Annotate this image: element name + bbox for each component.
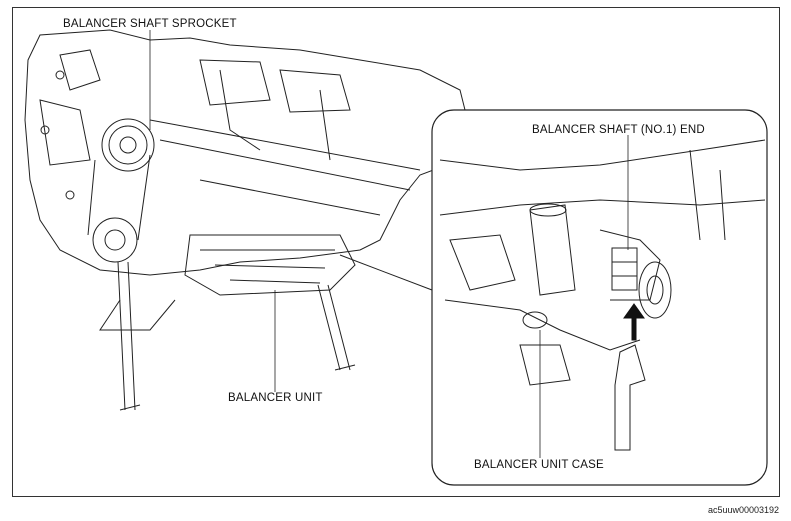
detail-pointer xyxy=(339,254,433,291)
leader-lines xyxy=(149,30,629,458)
label-balancer-shaft-sprocket: BALANCER SHAFT SPROCKET xyxy=(63,18,237,30)
label-balancer-unit-case: BALANCER UNIT CASE xyxy=(474,459,604,471)
label-balancer-shaft-no1-end: BALANCER SHAFT (NO.1) END xyxy=(532,124,705,136)
balancer-shaft-sprocket xyxy=(87,118,155,263)
engine-block xyxy=(24,29,471,276)
figure-code: ac5uuw00003192 xyxy=(708,505,780,515)
label-balancer-unit: BALANCER UNIT xyxy=(228,392,323,404)
balancer-unit xyxy=(184,234,356,296)
detail-inset xyxy=(431,109,768,486)
arrow-up-icon xyxy=(623,303,645,341)
engine-stands xyxy=(99,261,356,411)
